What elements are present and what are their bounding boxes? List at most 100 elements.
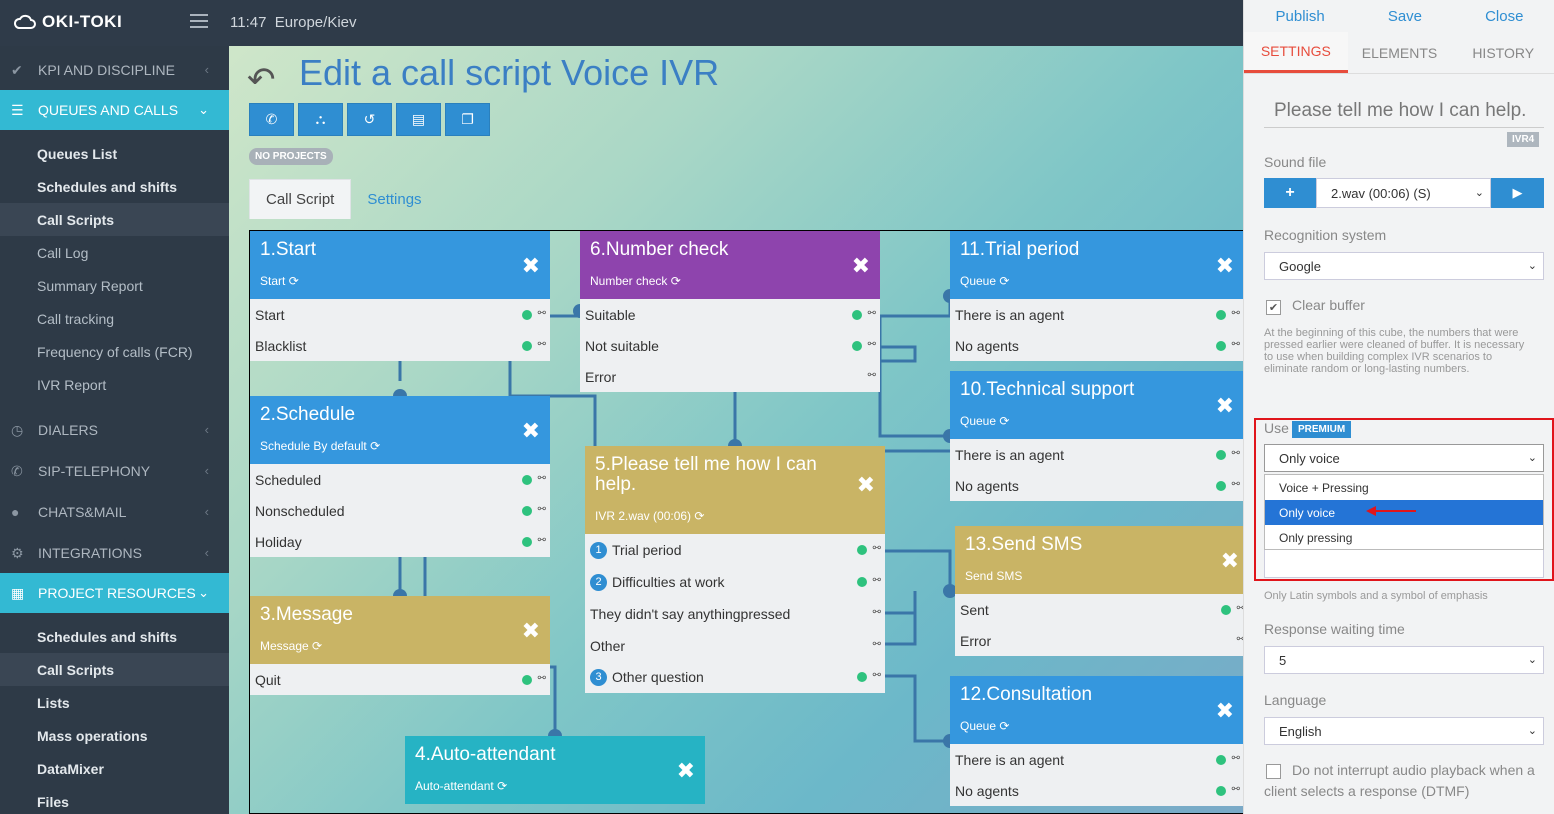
card-row[interactable]: Quit⚯ [250,664,550,695]
sidebar-item-mass-operations[interactable]: Mass operations [0,719,229,752]
add-sound-button[interactable]: + [1264,178,1316,208]
sidebar-item-fcr[interactable]: Frequency of calls (FCR) [0,335,229,368]
link-icon[interactable]: ⚯ [1231,339,1240,350]
sidebar-section-kpi[interactable]: ✔KPI AND DISCIPLINE‹ [0,50,229,90]
close-button[interactable]: Close [1485,7,1524,25]
card-row[interactable]: No agents⚯ [950,775,1243,806]
sidebar-section-sip[interactable]: ✆SIP-TELEPHONY‹ [0,451,229,491]
link-icon[interactable]: ⚯ [1231,308,1240,319]
card-row[interactable]: Other⚯ [585,630,885,661]
close-icon[interactable]: ✖ [521,253,540,278]
language-select[interactable]: English⌄ [1264,717,1544,745]
card-row[interactable]: Nonscheduled⚯ [250,495,550,526]
link-icon[interactable]: ⚯ [872,670,881,681]
close-icon[interactable]: ✖ [1215,393,1234,418]
card-row[interactable]: No agents⚯ [950,470,1243,501]
card-row[interactable]: Error⚯ [580,361,880,392]
save-button[interactable]: Save [1387,7,1423,25]
sidebar-section-dialers[interactable]: ◷DIALERS‹ [0,410,229,450]
link-icon[interactable]: ⚯ [872,607,881,618]
close-icon[interactable]: ✖ [1215,698,1234,723]
tab-settings[interactable]: Settings [367,190,422,208]
sidebar-item-call-tracking[interactable]: Call tracking [0,302,229,335]
sidebar-item-lists[interactable]: Lists [0,686,229,719]
card-row[interactable]: Holiday⚯ [250,526,550,557]
tab-panel-history[interactable]: HISTORY [1472,44,1535,61]
history-button[interactable]: ↺ [347,103,392,136]
back-arrow-icon[interactable]: ↶ [247,61,276,99]
card-row[interactable]: Not suitable⚯ [580,330,880,361]
sidebar-section-integrations[interactable]: ⚙INTEGRATIONS‹ [0,533,229,573]
link-icon[interactable]: ⚯ [1237,603,1243,614]
sidebar-item-call-scripts[interactable]: Call Scripts [0,203,229,236]
close-icon[interactable]: ✖ [856,472,875,497]
link-icon[interactable]: ⚯ [867,308,876,319]
card-row[interactable]: Start⚯ [250,299,550,330]
document-button[interactable]: ▤ [396,103,441,136]
link-icon[interactable]: ⚯ [872,543,881,554]
network-button[interactable]: ⛬ [298,103,343,136]
option-only-voice[interactable]: Only voice [1265,500,1543,525]
close-icon[interactable]: ✖ [521,618,540,643]
menu-toggle-icon[interactable] [190,14,208,30]
link-icon[interactable]: ⚯ [867,370,876,381]
link-icon[interactable]: ⚯ [1231,448,1240,459]
card-row[interactable]: There is an agent⚯ [950,299,1243,330]
sidebar-item-res-call-scripts[interactable]: Call Scripts [0,653,229,686]
sidebar-section-queues[interactable]: ☰QUEUES AND CALLS⌄ [0,90,229,130]
link-icon[interactable]: ⚯ [537,504,546,515]
sidebar-item-schedules[interactable]: Schedules and shifts [0,170,229,203]
link-icon[interactable]: ⚯ [537,339,546,350]
close-icon[interactable]: ✖ [1220,548,1239,573]
copy-button[interactable]: ❐ [445,103,490,136]
sidebar-item-res-schedules[interactable]: Schedules and shifts [0,620,229,653]
sidebar-section-chats[interactable]: ●CHATS&MAIL‹ [0,492,229,532]
link-icon[interactable]: ⚯ [537,308,546,319]
tab-panel-settings[interactable]: SETTINGS [1244,32,1348,73]
recognition-select[interactable]: Google⌄ [1264,252,1544,280]
close-icon[interactable]: ✖ [851,253,870,278]
link-icon[interactable]: ⚯ [537,535,546,546]
use-select[interactable]: Only voice⌄ [1264,444,1544,472]
link-icon[interactable]: ⚯ [872,575,881,586]
close-icon[interactable]: ✖ [1215,253,1234,278]
sidebar-item-summary-report[interactable]: Summary Report [0,269,229,302]
sidebar-item-ivr-report[interactable]: IVR Report [0,368,229,401]
card-row[interactable]: There is an agent⚯ [950,439,1243,470]
link-icon[interactable]: ⚯ [1231,784,1240,795]
link-icon[interactable]: ⚯ [537,673,546,684]
card-row[interactable]: They didn't say anythingpressed⚯ [585,598,885,630]
close-icon[interactable]: ✖ [521,418,540,443]
card-row[interactable]: Suitable⚯ [580,299,880,330]
option-only-pressing[interactable]: Only pressing [1279,530,1353,545]
sidebar-item-files[interactable]: Files [0,785,229,814]
sidebar-item-queues-list[interactable]: Queues List [0,137,229,170]
link-icon[interactable]: ⚯ [872,639,881,650]
card-header[interactable]: 5.Please tell me how I can help.IVR 2.wa… [585,446,885,534]
tab-panel-elements[interactable]: ELEMENTS [1361,44,1438,61]
link-icon[interactable]: ⚯ [537,473,546,484]
card-row[interactable]: Sent⚯ [955,594,1243,625]
clear-buffer-checkbox[interactable]: ✔ [1266,300,1281,315]
link-icon[interactable]: ⚯ [1237,634,1243,645]
option-voice-pressing[interactable]: Voice + Pressing [1279,480,1369,495]
interrupt-checkbox[interactable] [1266,764,1281,779]
